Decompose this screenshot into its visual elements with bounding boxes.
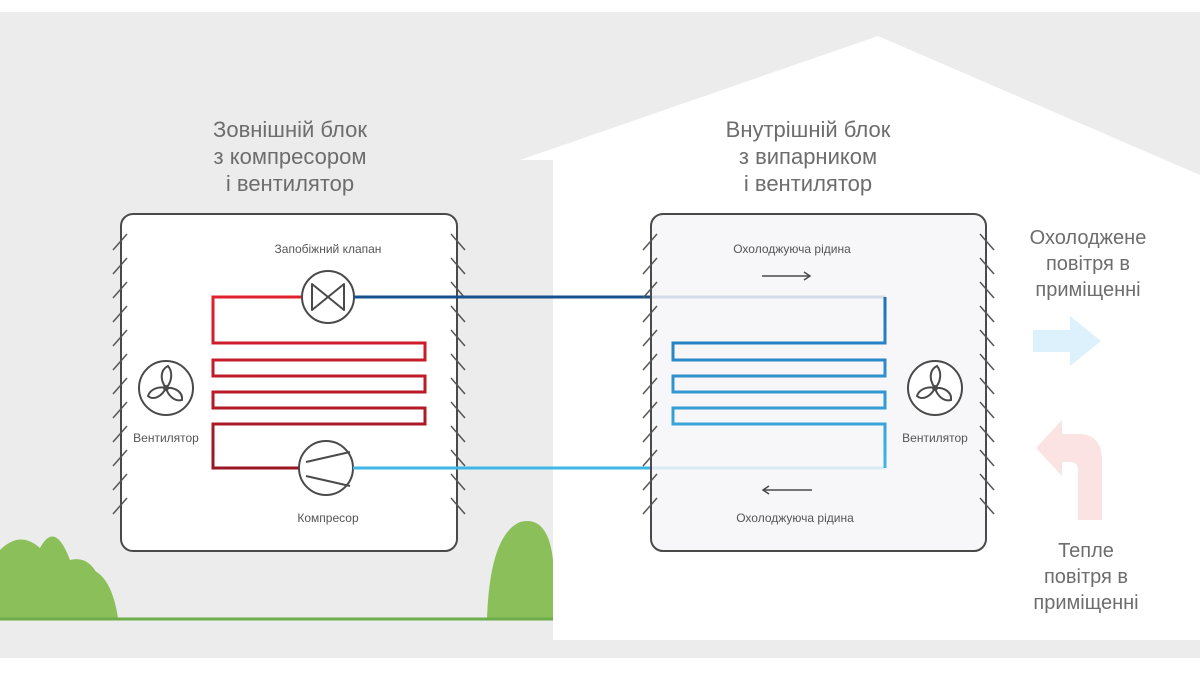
outdoor-title-line-3: і вентилятор [226,171,354,196]
outdoor-title-line-1: Зовнішній блок [213,117,367,142]
evaporator-coil [671,297,887,468]
cooled-air-line-2: повітря в [1046,253,1130,275]
arrow-left-icon [761,485,812,495]
indoor-fan-label: Вентилятор [902,431,968,445]
outdoor-fan-icon [138,360,194,416]
compressor-label: Компресор [297,511,359,525]
condenser-coil [211,295,427,470]
outdoor-title-line-2: з компресором [214,144,367,169]
refrigerant-top-label: Охолоджуюча рідина [733,242,851,256]
outdoor-hatch-left [112,233,128,515]
expansion-valve-icon [301,270,355,324]
indoor-fan-icon [907,360,963,416]
bush-left-2 [45,567,118,618]
warm-air-line-3: приміщенні [1033,592,1138,614]
outdoor-hatch-right [450,233,466,515]
indoor-title-line-3: і вентилятор [744,171,872,196]
cool-air-arrow-icon [1033,316,1101,366]
indoor-title-line-2: з випарником [739,144,877,169]
cooled-air-line-1: Охолоджене [1030,227,1147,249]
warm-air-line-1: Тепле [1058,540,1114,562]
warm-air-arrow-icon [1036,420,1102,520]
compressor-icon [298,440,354,496]
outdoor-fan-label: Вентилятор [133,431,199,445]
warm-air-line-2: повітря в [1044,566,1128,588]
bush-right [487,521,553,618]
indoor-unit: Внутрішній блок з випарником і вентилято… [642,117,995,552]
cooled-air-line-3: приміщенні [1035,279,1140,301]
indoor-hatch-left [642,233,658,515]
indoor-unit-box [650,213,987,552]
valve-label: Запобіжний клапан [275,242,382,256]
indoor-hatch-right [979,233,995,515]
refrigerant-bottom-label: Охолоджуюча рідина [736,511,854,525]
indoor-title-line-1: Внутрішній блок [726,117,891,142]
arrow-right-icon [762,271,812,281]
